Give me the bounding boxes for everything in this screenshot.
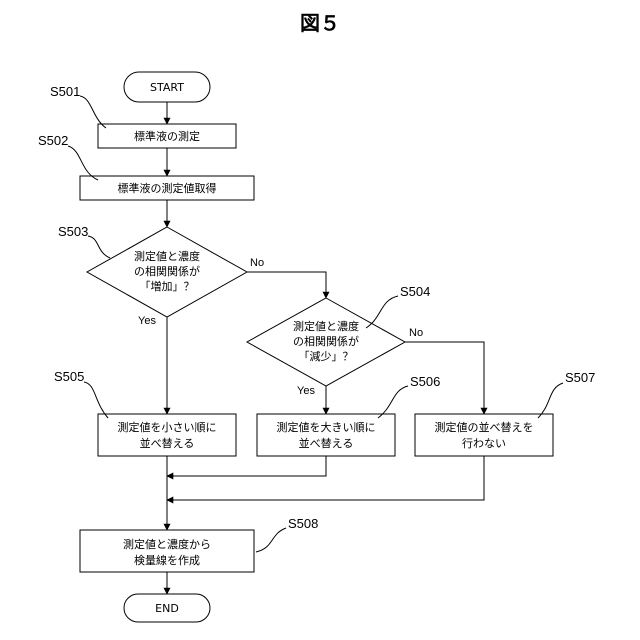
s504-no-label: No: [409, 327, 423, 339]
s502-step-label: S502: [38, 133, 68, 148]
s508-leader-line: [256, 528, 286, 552]
s504-text-line-3: 「減少」？: [299, 349, 354, 363]
s502-text: 標準液の測定値取得: [118, 181, 217, 195]
start-label: START: [150, 81, 184, 94]
s508-process-box: 測定値と濃度から 検量線を作成: [80, 530, 254, 572]
arrow-s506-merge: [167, 456, 326, 476]
s503-leader-line: [88, 236, 110, 258]
s506-process-box: 測定値を大きい順に 並べ替える: [257, 414, 395, 456]
s503-text-line-2: の相関関係が: [134, 264, 200, 278]
s503-decision-diamond: 測定値と濃度 の相関関係が 「増加」？: [87, 227, 247, 317]
s503-text-line-3: 「増加」？: [140, 280, 195, 293]
s503-text-line-1: 測定値と濃度: [134, 249, 200, 263]
s507-process-box: 測定値の並べ替えを 行わない: [415, 414, 553, 456]
s508-text-line-2: 検量線を作成: [134, 553, 200, 567]
s504-step-label: S504: [400, 284, 430, 299]
figure-title: 図５: [300, 11, 340, 35]
s505-text-line-2: 並べ替える: [140, 436, 195, 450]
s504-decision-diamond: 測定値と濃度 の相関関係が 「減少」？: [247, 298, 405, 386]
end-terminal: END: [124, 594, 210, 622]
s508-step-label: S508: [288, 516, 318, 531]
end-label: END: [155, 602, 179, 615]
s506-text-line-2: 並べ替える: [299, 436, 354, 450]
s502-leader-line: [68, 146, 98, 180]
s505-step-label: S505: [54, 369, 84, 384]
start-terminal: START: [124, 72, 210, 102]
s503-step-label: S503: [58, 224, 88, 239]
s508-text-line-1: 測定値と濃度から: [123, 537, 211, 551]
s507-step-label: S507: [565, 370, 595, 385]
s501-leader-line: [80, 96, 106, 128]
s506-step-label: S506: [410, 374, 440, 389]
s507-leader-line: [538, 383, 563, 418]
s506-leader-line: [378, 386, 408, 418]
s507-text-line-1: 測定値の並べ替えを: [435, 420, 534, 434]
s502-process-box: 標準液の測定値取得: [80, 176, 254, 200]
s506-text-line-1: 測定値を大きい順に: [277, 420, 376, 434]
s504-yes-label: Yes: [297, 385, 315, 397]
s505-process-box: 測定値を小さい順に 並べ替える: [98, 414, 236, 456]
s501-process-box: 標準液の測定: [98, 124, 236, 148]
s503-yes-label: Yes: [138, 315, 156, 327]
s505-leader-line: [84, 382, 108, 418]
s503-no-label: No: [250, 257, 264, 269]
s501-text: 標準液の測定: [134, 129, 200, 143]
s501-step-label: S501: [50, 84, 80, 99]
s504-text-line-1: 測定値と濃度: [293, 319, 359, 333]
arrow-s503-no-to-s504: [247, 272, 326, 298]
s505-text-line-1: 測定値を小さい順に: [118, 420, 217, 434]
s507-text-line-2: 行わない: [462, 437, 506, 450]
s504-text-line-2: の相関関係が: [293, 334, 359, 348]
